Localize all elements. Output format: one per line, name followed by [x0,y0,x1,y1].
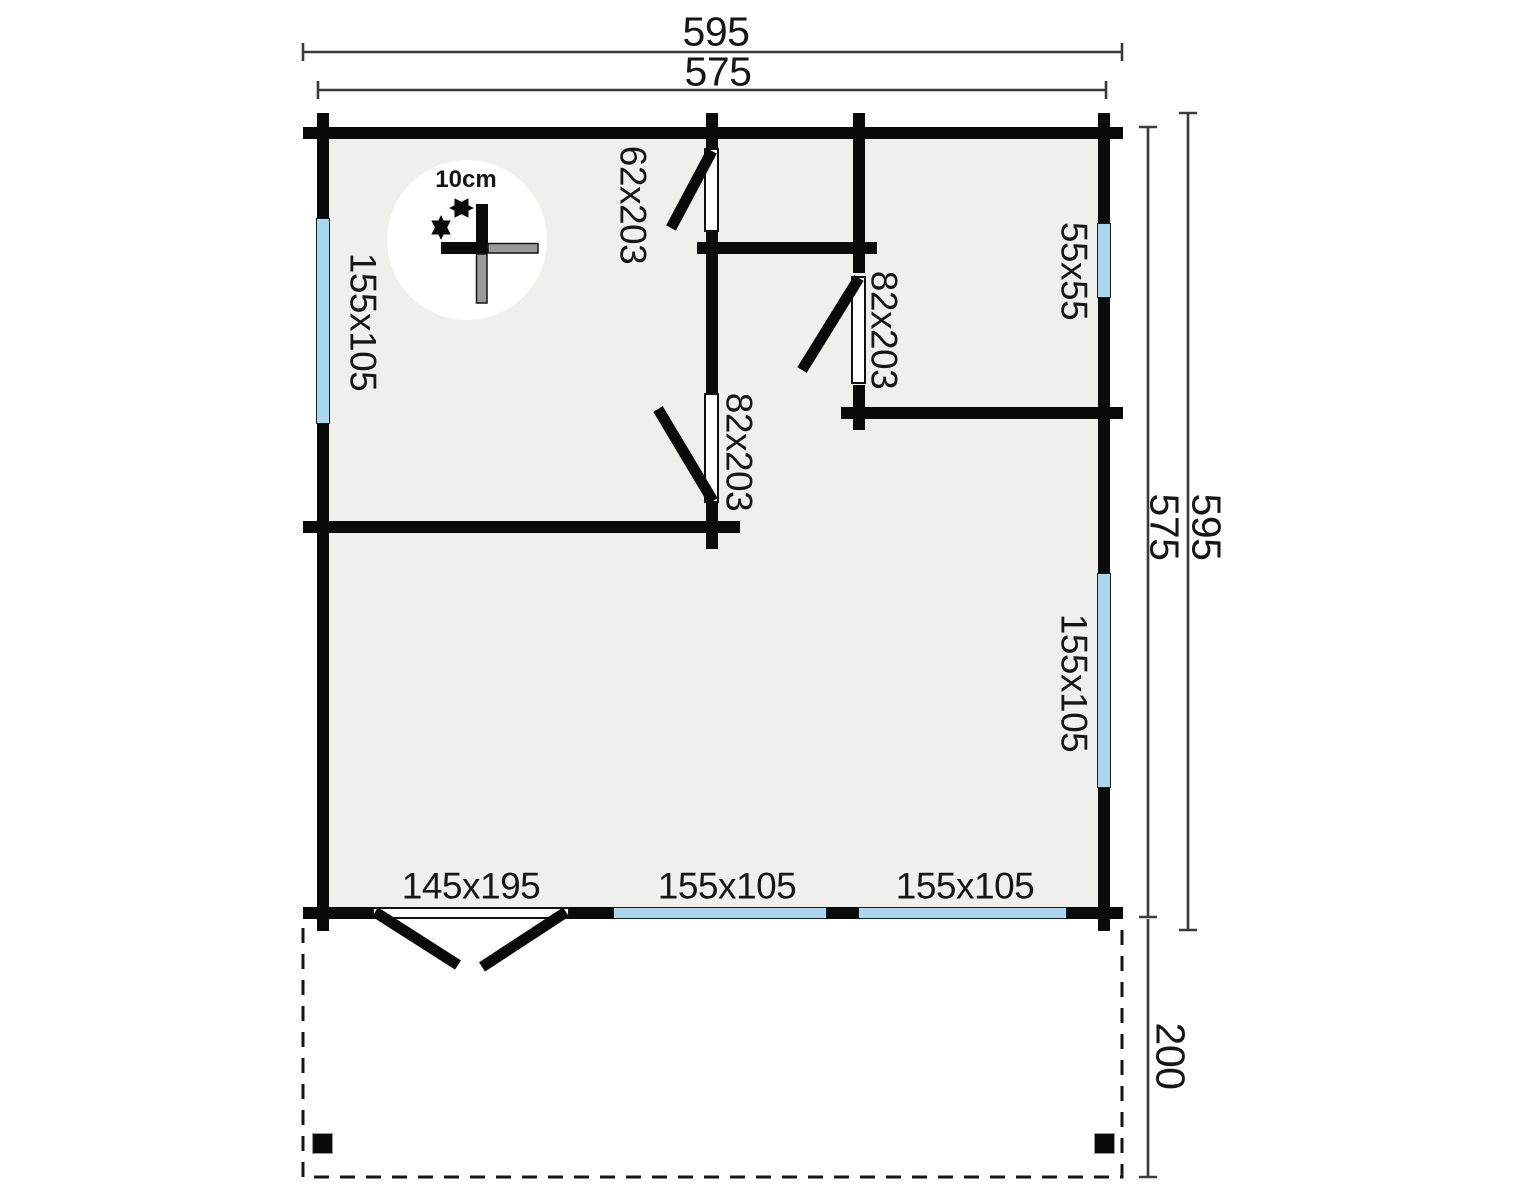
interior-wall-v1-top [706,113,718,148]
terrace-post-left [312,1133,333,1154]
label-window-bottom-right: 155x105 [895,865,1035,907]
label-door-82x203-mid: 82x203 [863,270,905,390]
label-window-right-large: 155x105 [1053,613,1095,753]
door-opening-82x203-low [704,393,719,503]
interior-wall-h2 [697,242,877,254]
dim-line-top-595 [301,43,1124,61]
dim-label-right-575: 575 [1141,493,1188,561]
dimension-lines [301,43,1197,1179]
detail-wall-horizontal-black [441,242,488,254]
door-leaf-82x203-mid [797,275,864,373]
interior-wall-h3 [841,407,1123,419]
interior-wall-v1-mid [706,231,718,393]
window-bottom-right-155x105 [858,907,1067,919]
window-right-155x105 [1097,573,1111,788]
door-leaf-62x203 [666,148,717,231]
label-door-62x203: 62x203 [612,145,654,265]
label-double-door: 145x195 [401,865,541,907]
dim-label-right-595: 595 [1183,493,1230,561]
dim-label-top-595: 595 [682,8,750,55]
interior-wall-h1 [303,521,740,533]
double-door-opening-145x195 [372,907,570,919]
door-leaf-82x203-low [653,406,718,504]
dim-label-terrace-200: 200 [1147,1022,1194,1090]
detail-arrows [431,198,474,240]
window-right-55x55 [1097,223,1111,298]
detail-wall-vertical-black [476,204,488,243]
label-window-bottom-left: 155x105 [657,865,797,907]
door-opening-82x203-mid [851,276,866,384]
dim-line-terrace-200 [1139,919,1157,1179]
detail-wall-horizontal-gray [487,242,539,254]
scale-detail-cross [431,198,539,304]
terrace-outline [301,928,1124,1179]
dim-line-top-575 [316,81,1108,99]
interior-wall-v2-top [853,113,865,273]
detail-wall-vertical-gray [475,253,488,304]
double-door-leaf-left [372,907,461,970]
double-door-leaf-right [478,907,570,972]
scale-detail-circle [387,160,547,320]
label-door-82x203-low: 82x203 [718,392,760,512]
dim-line-right-595 [1179,111,1197,932]
window-bottom-left-155x105 [613,907,827,919]
dim-label-top-575: 575 [684,48,752,95]
label-window-left: 155x105 [342,252,384,392]
terrace-post-right [1094,1133,1115,1154]
window-left-155x105 [316,218,330,424]
dim-line-right-575 [1139,125,1157,919]
label-scale-10cm: 10cm [435,166,497,193]
door-leaves [372,148,864,972]
label-window-55x55: 55x55 [1053,221,1095,321]
